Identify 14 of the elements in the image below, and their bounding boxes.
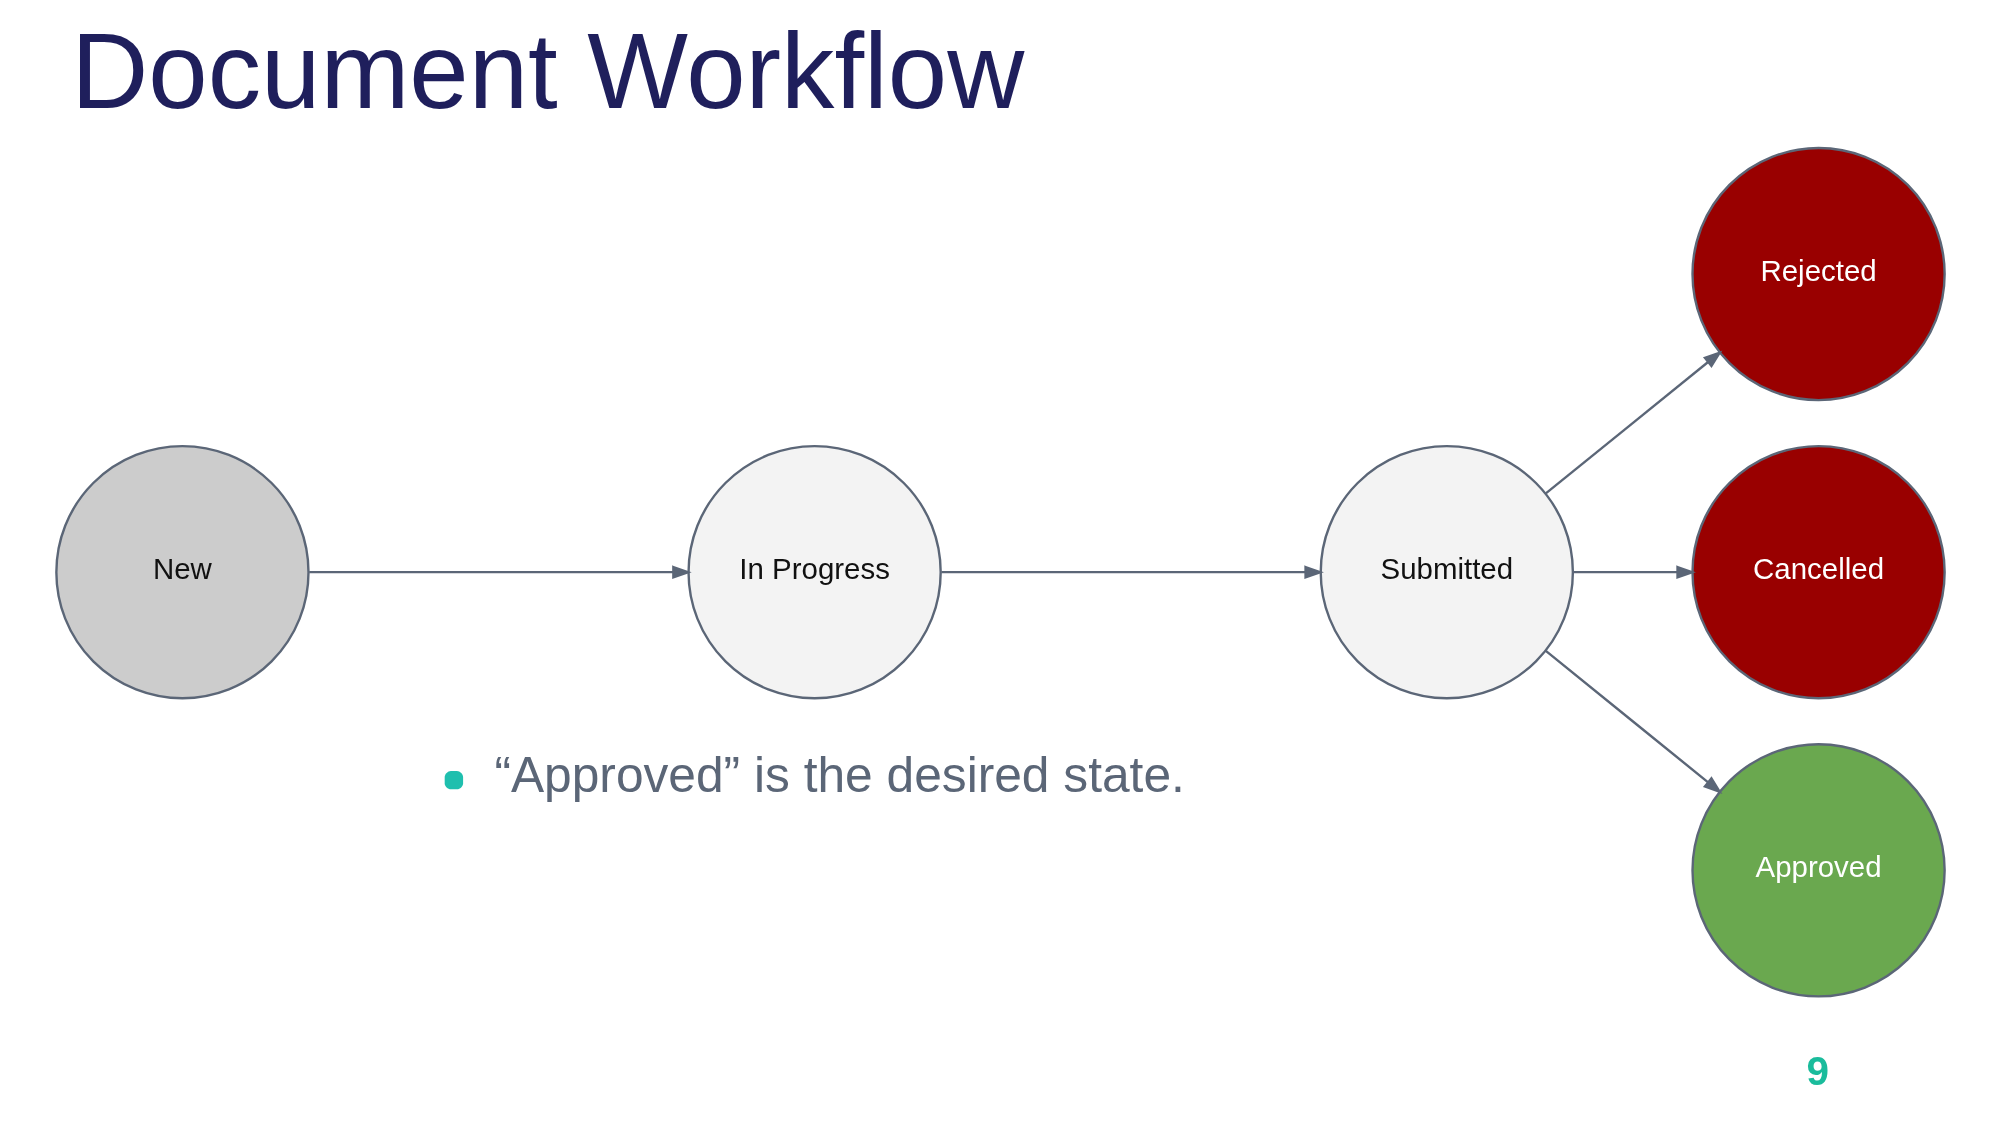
- arrow: [1544, 649, 1722, 794]
- node-circle: Cancelled: [1690, 444, 1946, 700]
- node-circle: Approved: [1690, 743, 1946, 998]
- arrow: [1572, 565, 1696, 579]
- arrow: [1544, 350, 1722, 495]
- diagram-title: Document Workflow: [70, 11, 1024, 132]
- arrow: [940, 565, 1324, 579]
- label: “Approved” is the desired state.: [493, 747, 1185, 804]
- node-circle: Rejected: [1690, 146, 1946, 402]
- node-circle: Submitted: [1319, 444, 1574, 700]
- arrow: [308, 565, 692, 579]
- node-circle: In Progress: [686, 444, 942, 700]
- node-circle: New: [54, 444, 310, 700]
- label: 9: [1806, 1047, 1829, 1094]
